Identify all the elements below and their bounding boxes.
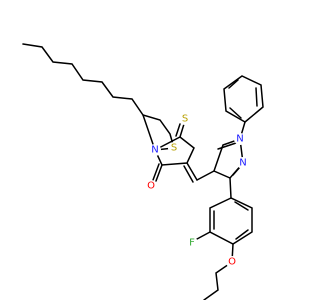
nitrogen-pyrazole-2-label: N [239,158,246,169]
atom-bg-fluorine [186,237,198,249]
sulfur-ring-label: S [171,143,177,154]
phenyl-ring [223,75,264,123]
chain-to-nitrogen-bond [142,114,156,151]
exocyclic-alkene-inner [183,165,194,183]
atom-labels: S S N O N N F O [145,113,249,268]
pyrazole-double-bonds [217,142,241,176]
thiazolidinone-ring [154,136,195,166]
propoxy-chain [203,243,234,300]
fluoro-bond [196,231,211,240]
aryl-attachment-bond [229,177,232,199]
aryl-ring [209,197,253,245]
atom-bg-s-thione [179,113,191,125]
vinyl-to-pyrazole-bond [196,170,215,181]
bonds [22,43,264,300]
atom-bg-n-thiazol [149,144,161,156]
molecule-structure: S S N O N N F O [22,43,264,300]
nitrogen-pyrazole-1-label: N [236,134,243,145]
nitrogen-thiazolidinone-label: N [151,145,158,156]
fluorine-label: F [189,238,195,249]
dodecyl-chain [22,43,175,151]
oxygen-ether-label: O [228,257,236,268]
exocyclic-alkene [186,162,198,181]
pyrazole-ring [213,137,244,179]
atom-bg-n1-pyrazole [234,133,246,145]
oxygen-carbonyl-label: O [147,181,155,192]
aryl-double-bonds [213,201,249,240]
atom-bg-s-ring [168,142,180,154]
phenyl-double-bonds [228,79,258,119]
carbonyl-bond [152,163,163,182]
sulfur-thione-label: S [182,114,188,125]
atom-bg-o-ether [226,256,238,268]
atom-bg-o-carbonyl [145,180,157,192]
thione-bond [175,123,185,138]
atom-bg-n2-pyrazole [237,157,249,169]
